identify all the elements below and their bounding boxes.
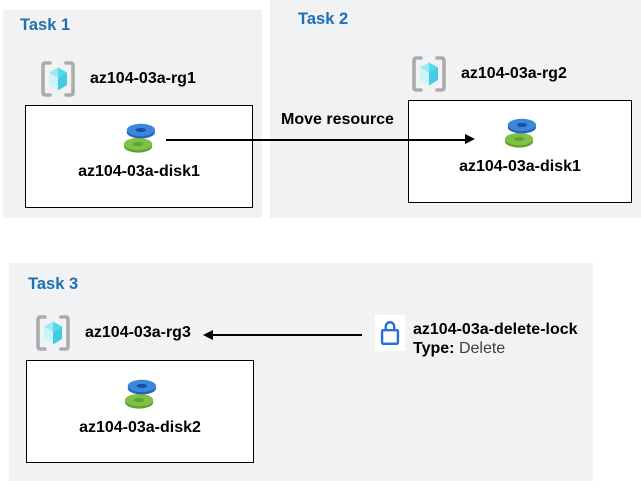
- disk-icon: [123, 123, 156, 153]
- task3-resource-group-label: az104-03a-rg3: [85, 324, 191, 341]
- task2-panel: Task 2 az104-03a-rg2 az104-03a-disk1: [270, 0, 641, 218]
- move-resource-label: Move resource: [281, 111, 394, 128]
- lock-arrow-line: [213, 334, 362, 336]
- delete-lock-type: Type: Delete: [413, 340, 578, 359]
- delete-lock-name: az104-03a-delete-lock: [413, 321, 578, 338]
- resource-group-icon: [412, 56, 446, 92]
- task1-resource-group-label: az104-03a-rg1: [90, 70, 196, 87]
- resource-group-icon: [36, 315, 70, 351]
- disk-icon: [504, 118, 537, 148]
- task2-resource-box: az104-03a-disk1: [408, 100, 632, 203]
- task2-resource-group-label: az104-03a-rg2: [461, 65, 567, 82]
- lock-icon: [380, 321, 400, 345]
- task3-title: Task 3: [28, 275, 79, 293]
- task2-disk-label: az104-03a-disk1: [459, 158, 581, 175]
- task1-panel: Task 1 az104-03a-rg1 az104-03a-disk1: [3, 10, 262, 218]
- task3-panel: Task 3 az104-03a-rg3 az104-03a-disk2: [9, 263, 593, 481]
- task1-resource-box: az104-03a-disk1: [25, 105, 253, 208]
- task1-title: Task 1: [20, 16, 71, 34]
- task2-resource-group-row: az104-03a-rg2: [408, 54, 567, 94]
- task3-resource-box: az104-03a-disk2: [26, 360, 254, 463]
- task3-resource-group-row: az104-03a-rg3: [32, 313, 191, 353]
- lock-icon-box: [375, 315, 405, 351]
- resource-group-icon: [41, 61, 75, 97]
- lock-arrow-head: [203, 330, 213, 340]
- delete-lock-text: az104-03a-delete-lock Type: Delete: [413, 321, 578, 358]
- task1-disk-label: az104-03a-disk1: [78, 163, 200, 180]
- task2-title: Task 2: [298, 10, 349, 28]
- move-arrow-head: [465, 134, 475, 144]
- move-arrow-line: [166, 139, 466, 141]
- task1-resource-group-row: az104-03a-rg1: [37, 59, 196, 99]
- disk-icon: [124, 379, 157, 409]
- task3-disk-label: az104-03a-disk2: [79, 419, 201, 436]
- delete-lock-type-label: Type:: [413, 339, 455, 357]
- delete-lock-type-value: Delete: [458, 339, 506, 357]
